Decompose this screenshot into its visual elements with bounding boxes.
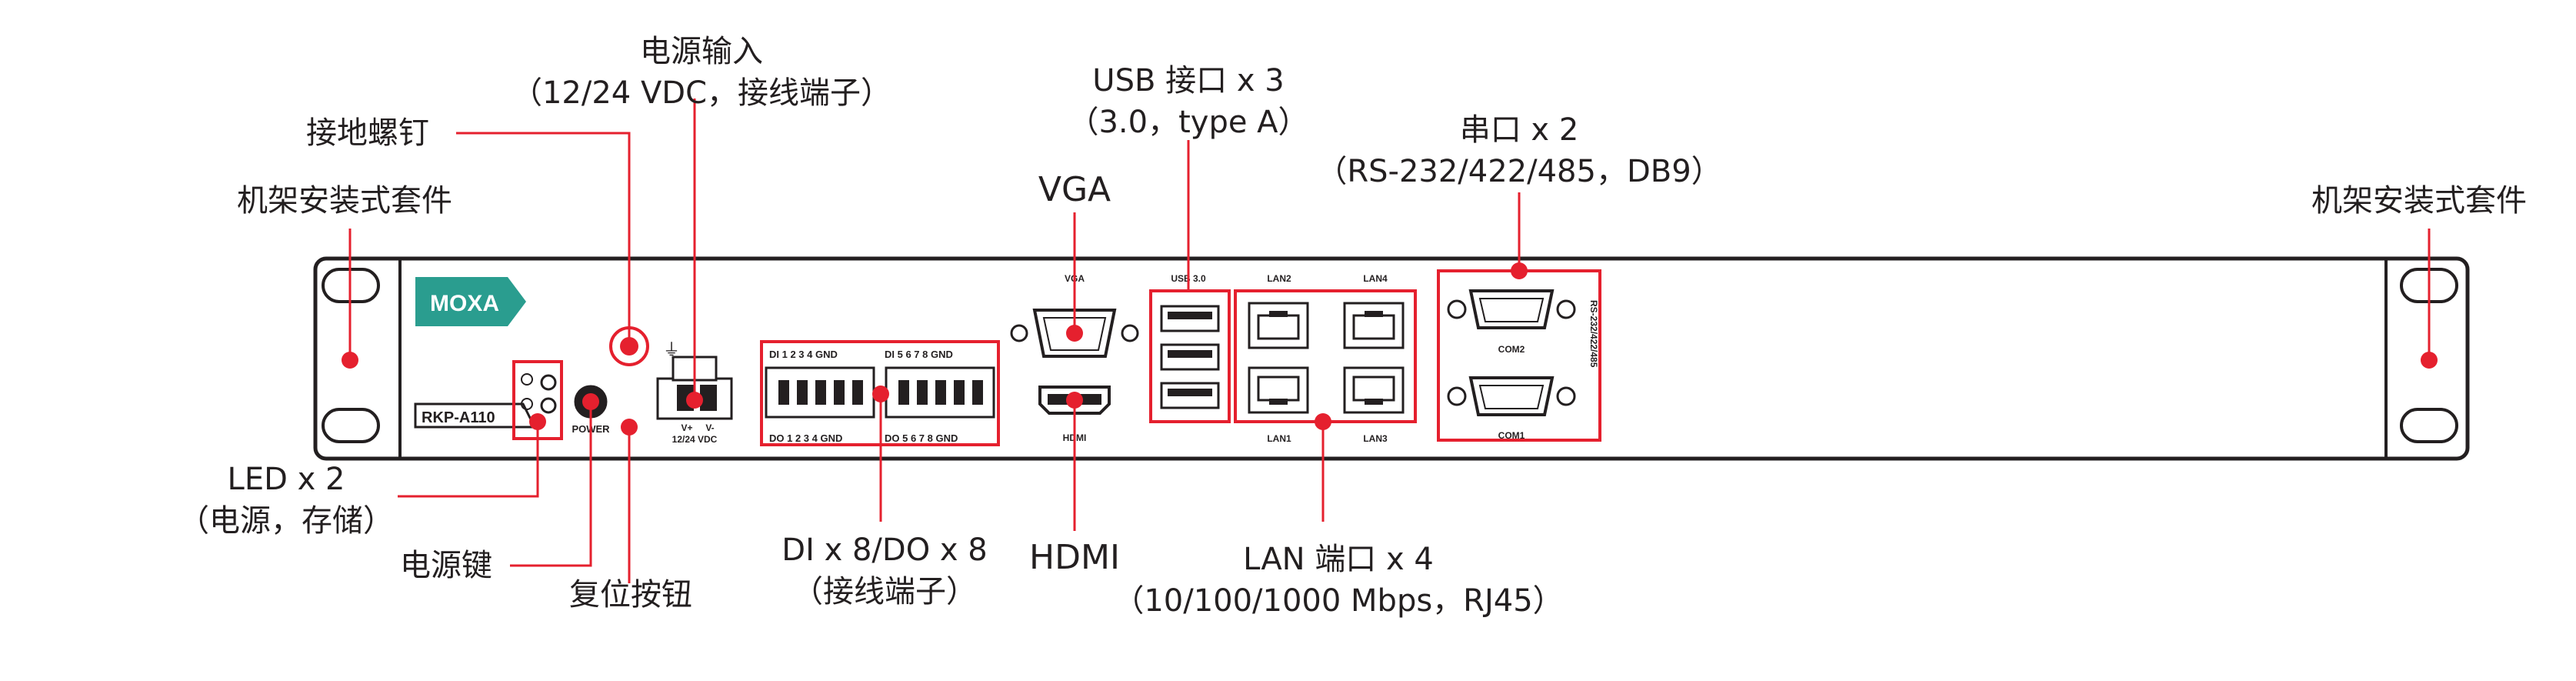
dot-dio bbox=[872, 386, 889, 402]
callout-grounding: 接地螺钉 bbox=[306, 112, 429, 154]
callout-vga: VGA bbox=[1038, 169, 1111, 211]
lan4-label: LAN4 bbox=[1363, 273, 1388, 284]
callout-dots bbox=[342, 262, 2438, 430]
com1-label: COM1 bbox=[1498, 430, 1525, 441]
led-power bbox=[540, 397, 557, 414]
callout-rack-left-text: 机架安装式套件 bbox=[237, 183, 452, 219]
rs-side-label: RS-232/422/485 bbox=[1588, 300, 1599, 368]
callout-reset-text: 复位按钮 bbox=[569, 577, 692, 613]
line-power-key bbox=[510, 402, 592, 567]
do-bottom-label: DO 1 2 3 4 GND bbox=[769, 432, 842, 444]
moxa-logo bbox=[415, 277, 526, 326]
terminal-voltage: 12/24 VDC bbox=[672, 434, 718, 445]
callout-lan: LAN 端口 x 4 （10/100/1000 Mbps，RJ45） bbox=[1113, 539, 1563, 622]
dot-lan bbox=[1315, 413, 1331, 430]
rj45-lan3 bbox=[1343, 366, 1405, 414]
callout-rack-right: 机架安装式套件 bbox=[2311, 180, 2527, 222]
rj45-lan1 bbox=[1248, 366, 1309, 414]
callout-led-line1: LED x 2 bbox=[227, 462, 345, 497]
model-label: RKP-A110 bbox=[422, 409, 495, 426]
rj45-lan4 bbox=[1343, 302, 1405, 349]
dot-led bbox=[529, 413, 546, 430]
rj45-lan2 bbox=[1248, 302, 1309, 349]
di-top-label-2: DI 5 6 7 8 GND bbox=[885, 349, 953, 360]
terminal-vplus: V+ bbox=[681, 422, 692, 433]
dio-pins bbox=[778, 380, 983, 405]
callout-power-key: 电源键 bbox=[400, 545, 492, 586]
callout-rack-left: 机架安装式套件 bbox=[237, 180, 452, 222]
callout-serial-line1: 串口 x 2 bbox=[1459, 112, 1579, 148]
callout-power-input-line1: 电源输入 bbox=[640, 34, 763, 69]
dot-hdmi bbox=[1066, 392, 1083, 409]
vga-screw-left bbox=[1010, 324, 1028, 342]
di-top-label: DI 1 2 3 4 GND bbox=[769, 349, 838, 360]
terminal-vminus: V- bbox=[705, 422, 714, 433]
callout-lan-line1: LAN 端口 x 4 bbox=[1243, 542, 1434, 577]
callout-led-line2: （电源，存储） bbox=[178, 503, 394, 539]
rack-ear-slot-bottom-left bbox=[322, 408, 380, 443]
lan1-label: LAN1 bbox=[1267, 433, 1291, 444]
line-led bbox=[398, 422, 539, 498]
db9-com2 bbox=[1447, 289, 1576, 329]
power-terminal-pin bbox=[700, 385, 717, 411]
usb-highlight-box bbox=[1149, 289, 1231, 423]
lan3-label: LAN3 bbox=[1363, 433, 1388, 444]
callout-dio-line2: （接线端子） bbox=[792, 574, 977, 609]
callout-usb-line2: （3.0，type A） bbox=[1068, 105, 1309, 140]
dot-rack-left bbox=[342, 352, 358, 369]
led-power-icon bbox=[521, 398, 533, 410]
com2-label: COM2 bbox=[1498, 344, 1525, 355]
db9-com1 bbox=[1447, 376, 1576, 416]
callout-power-input: 电源输入 （12/24 VDC，接线端子） bbox=[512, 31, 891, 114]
ground-icon: ⏚ bbox=[663, 341, 680, 360]
dot-power-input bbox=[686, 392, 703, 409]
front-bezel bbox=[398, 257, 2388, 460]
callout-grounding-text: 接地螺钉 bbox=[306, 115, 429, 151]
callout-lan-line2: （10/100/1000 Mbps，RJ45） bbox=[1113, 583, 1564, 619]
moxa-logo-text: MOXA bbox=[430, 291, 499, 316]
callout-usb: USB 接口 x 3 （3.0，type A） bbox=[1068, 60, 1308, 143]
line-grounding bbox=[456, 132, 631, 346]
callout-hdmi-text: HDMI bbox=[1029, 538, 1120, 577]
callout-dio-line1: DI x 8/DO x 8 bbox=[781, 532, 988, 568]
do-bottom-label-2: DO 5 6 7 8 GND bbox=[885, 432, 958, 444]
led-storage bbox=[540, 374, 557, 391]
callout-dio: DI x 8/DO x 8 （接线端子） bbox=[781, 529, 987, 613]
callout-power-input-line2: （12/24 VDC，接线端子） bbox=[511, 75, 892, 111]
dot-serial bbox=[1511, 262, 1528, 279]
callout-lines bbox=[348, 98, 2431, 583]
callout-power-key-text: 电源键 bbox=[400, 548, 492, 583]
callout-hdmi: HDMI bbox=[1029, 537, 1120, 579]
dot-vga bbox=[1066, 325, 1083, 342]
dot-rack-right bbox=[2421, 352, 2438, 369]
callout-serial: 串口 x 2 （RS-232/422/485，DB9） bbox=[1316, 109, 1721, 192]
callout-serial-line2: （RS-232/422/485，DB9） bbox=[1316, 154, 1722, 189]
callout-rack-right-text: 机架安装式套件 bbox=[2311, 183, 2527, 219]
callout-reset: 复位按钮 bbox=[569, 574, 692, 616]
callout-usb-line1: USB 接口 x 3 bbox=[1092, 63, 1285, 98]
vga-screw-right bbox=[1121, 324, 1139, 342]
dot-power-key bbox=[586, 397, 595, 406]
rack-ear-slot-bottom-right bbox=[2400, 408, 2458, 443]
callout-led: LED x 2 （电源，存储） bbox=[178, 459, 394, 542]
callout-vga-text: VGA bbox=[1038, 170, 1111, 209]
lan2-label: LAN2 bbox=[1267, 273, 1291, 284]
led-storage-icon bbox=[521, 373, 533, 386]
